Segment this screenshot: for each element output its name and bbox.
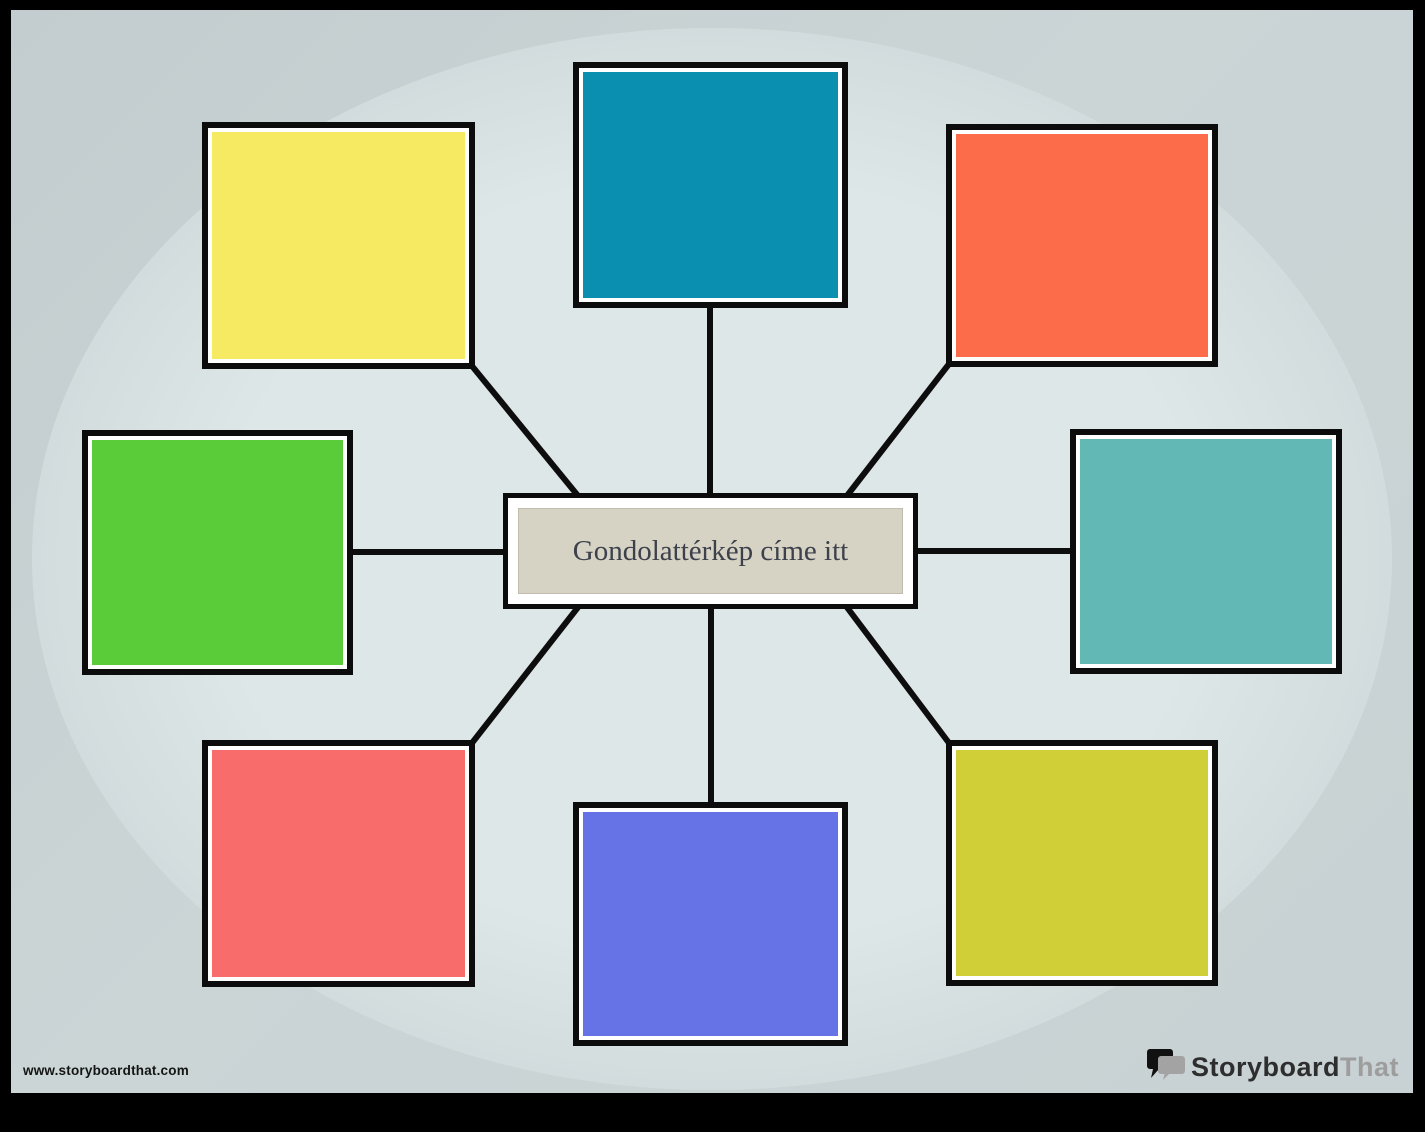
connector-lines	[351, 305, 1073, 807]
map-title-text[interactable]: Gondolattérkép címe itt	[572, 534, 849, 567]
idea-cell-top-right[interactable]	[946, 124, 1218, 367]
idea-cell-bottom[interactable]	[573, 802, 848, 1046]
idea-cell-bottom-left[interactable]	[202, 740, 475, 987]
bottom-frame-bar	[0, 1093, 1425, 1132]
watermark-url: www.storyboardthat.com	[23, 1063, 189, 1078]
center-title-fill: Gondolattérkép címe itt	[518, 508, 903, 594]
idea-cell-top[interactable]	[573, 62, 848, 308]
center-title-box[interactable]: Gondolattérkép címe itt	[503, 493, 918, 609]
connector-bottom-right	[843, 604, 952, 745]
brand-wordmark-secondary: That	[1340, 1051, 1399, 1082]
idea-cell-left[interactable]	[82, 430, 353, 675]
idea-cell-right[interactable]	[1070, 429, 1342, 674]
connector-top-right	[843, 362, 952, 499]
brand-wordmark-primary: Storyboard	[1190, 1051, 1340, 1082]
speech-bubbles-icon	[1146, 1049, 1185, 1080]
connector-bottom-left	[469, 604, 582, 745]
idea-cell-bottom-right[interactable]	[946, 740, 1218, 986]
idea-cell-top-left[interactable]	[202, 122, 475, 369]
worksheet-canvas: Gondolattérkép címe itt www.storyboardth…	[11, 10, 1413, 1093]
connector-top-left	[469, 364, 582, 499]
